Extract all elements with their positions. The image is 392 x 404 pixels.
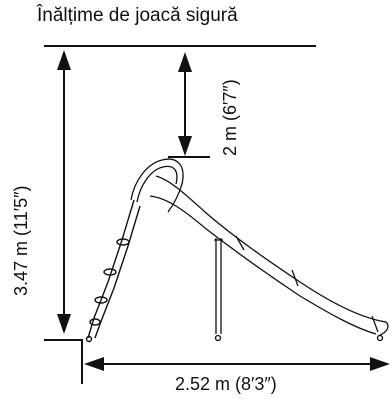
slide-chute (149, 175, 389, 337)
diagram-title: Înălțime de joacă sigură (37, 5, 238, 26)
total-height-arrow (57, 50, 71, 334)
slide-support-leg (214, 238, 384, 342)
safe-play-height-label: 2 m (6′7″) (220, 79, 240, 156)
total-width-label: 2.52 m (8′3″) (175, 374, 277, 394)
safe-height-arrow (168, 52, 210, 158)
total-height-label: 3.47 m (11′5″) (11, 185, 31, 296)
ground-corner-line (44, 339, 83, 384)
total-width-arrow (84, 357, 390, 371)
slide-handrail (130, 158, 184, 213)
slide-ladder (85, 199, 141, 343)
